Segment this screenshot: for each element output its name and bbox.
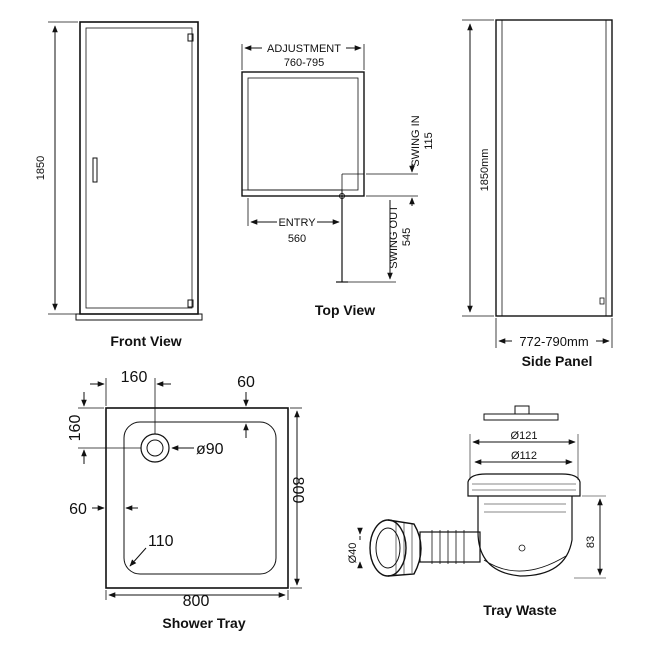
tray-waste: Ø121 Ø112 <box>347 405 606 618</box>
shower-tray-title: Shower Tray <box>162 615 245 631</box>
front-view-height-dimension: 1850 <box>35 21 78 315</box>
adjustment-label: ADJUSTMENT <box>267 43 341 55</box>
side-panel-height-label: 1850mm <box>479 149 491 192</box>
swing-out-value: 545 <box>401 228 413 246</box>
top-view-swing-in-dimension: SWING IN 115 <box>366 115 435 206</box>
shower-tray: 160 160 60 60 ø90 110 <box>67 369 306 631</box>
tray-waste-pipe-diameter-dimension: Ø40 <box>347 527 363 569</box>
entry-label: ENTRY <box>278 217 316 229</box>
tray-corner-radius-label: 110 <box>148 533 174 550</box>
tray-rim-top-dimension: 60 <box>237 374 255 438</box>
tray-offset-y-label: 160 <box>67 415 84 442</box>
tray-waste-pipe-diameter-label: Ø40 <box>347 543 359 564</box>
tray-offset-x-dimension: 160 <box>90 369 171 434</box>
side-panel-width-label: 772-790mm <box>519 334 588 349</box>
tray-waste-outer-diameter-label: Ø121 <box>511 430 538 442</box>
side-panel: 1850mm 772-790mm Side Panel <box>462 19 613 369</box>
tray-waste-outlet <box>140 433 170 463</box>
side-panel-title: Side Panel <box>522 353 593 369</box>
tray-waste-outlet-pipe <box>419 530 481 564</box>
tray-waste-height-label: 83 <box>585 536 597 548</box>
top-view-adjustment-dimension: ADJUSTMENT 760-795 <box>241 43 365 70</box>
tray-waste-top-cap <box>483 405 559 421</box>
tray-waste-diameter-callout: ø90 <box>171 441 224 458</box>
top-view: ADJUSTMENT 760-795 ENTRY 560 SWING IN 11… <box>241 43 435 318</box>
tray-depth-label: 800 <box>289 477 306 504</box>
side-panel-height-dimension: 1850mm <box>462 19 494 317</box>
front-view-title: Front View <box>110 333 181 349</box>
top-view-enclosure <box>241 71 365 283</box>
front-view-height-label: 1850 <box>35 156 47 180</box>
top-view-entry-dimension: ENTRY 560 <box>247 198 343 245</box>
tray-waste-title: Tray Waste <box>483 602 557 618</box>
tray-waste-inner-diameter-label: Ø112 <box>511 450 537 462</box>
tray-rim-top-label: 60 <box>237 374 255 391</box>
swing-in-label: SWING IN <box>410 115 422 166</box>
swing-in-value: 115 <box>423 132 435 150</box>
tray-waste-diameter-label: ø90 <box>196 441 224 458</box>
shower-tray-outline <box>105 407 289 589</box>
side-panel-outline <box>495 19 613 317</box>
swing-out-label: SWING OUT <box>388 205 400 269</box>
tray-rim-left-label: 60 <box>69 501 87 518</box>
front-view: 1850 Front View <box>35 21 203 349</box>
adjustment-value: 760-795 <box>284 57 324 69</box>
tray-corner-radius-callout: 110 <box>129 533 174 567</box>
tray-depth-dimension: 800 <box>289 407 306 589</box>
tray-waste-body <box>467 473 581 577</box>
top-view-title: Top View <box>315 302 375 318</box>
tray-waste-compression-nut <box>369 519 422 577</box>
tray-waste-height-dimension: 83 <box>574 495 606 579</box>
tray-offset-x-label: 160 <box>121 369 148 386</box>
side-panel-width-dimension: 772-790mm <box>495 318 613 349</box>
tray-width-label: 800 <box>183 593 210 610</box>
tray-rim-left-dimension: 60 <box>69 501 138 518</box>
tray-offset-y-dimension: 160 <box>67 392 141 464</box>
tray-waste-outer-diameter-dimension: Ø121 <box>469 430 579 480</box>
tray-width-dimension: 800 <box>105 590 289 610</box>
front-view-door-frame <box>75 21 203 321</box>
tray-waste-inner-diameter-dimension: Ø112 <box>474 450 573 465</box>
top-view-swing-out-dimension: SWING OUT 545 <box>346 200 413 283</box>
entry-value: 560 <box>288 233 306 245</box>
